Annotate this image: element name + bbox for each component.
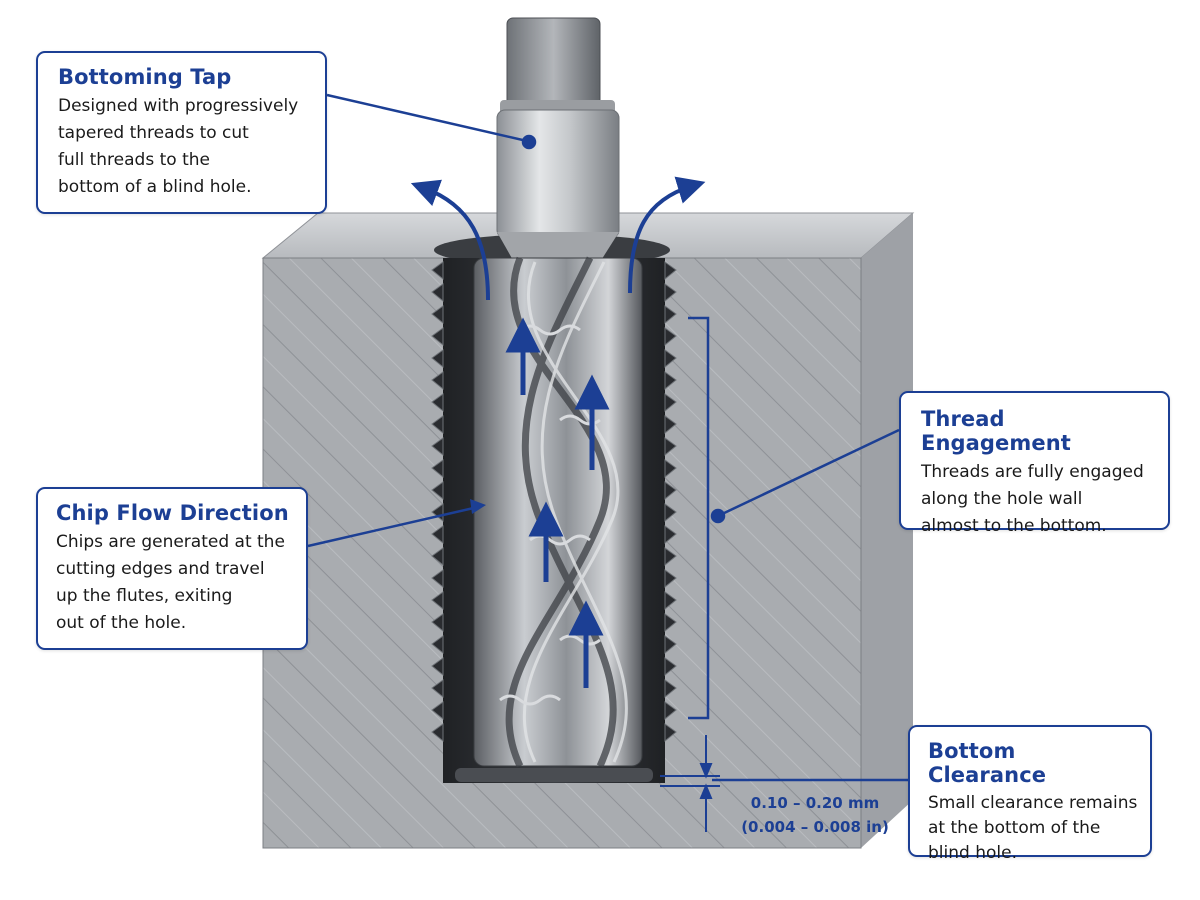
callout-title: Thread Engagement: [921, 407, 1071, 455]
callout-thread-engagement: Thread Engagement Threads are fully enga…: [899, 391, 1170, 536]
callout-chip-flow: Chip Flow Direction Chips are generated …: [36, 487, 308, 650]
thread-engagement-bracket: [688, 316, 710, 720]
clearance-dimension: [660, 735, 720, 832]
callout-title: Chip Flow Direction: [56, 501, 289, 525]
exit-arrow-left: [410, 179, 490, 301]
tap-shank: [496, 109, 620, 239]
clearance-imperial-label: (0.004 – 0.008 in): [741, 818, 889, 836]
left-hole-threads: [431, 261, 444, 743]
block-right-face: [861, 213, 913, 848]
callout-title: Bottoming Tap: [58, 65, 232, 89]
callout-body: Chips are generated at the cutting edges…: [56, 532, 285, 633]
tap-shank-taper: [497, 232, 619, 262]
exit-arrow-right: [628, 176, 706, 294]
hole-floor: [455, 768, 653, 782]
leader-dot-tap: [521, 134, 537, 150]
tap-square-drive: [506, 17, 601, 111]
chip-leader-arrowhead: [470, 499, 486, 514]
callout-bottoming-tap: Bottoming Tap Designed with progressivel…: [36, 51, 327, 214]
tap-fluted-body: [473, 257, 643, 767]
leader-bottoming-tap: [326, 93, 528, 143]
callout-bottom-clearance: Bottom Clearance Small clearance remains…: [908, 725, 1152, 863]
leader-lines: [307, 93, 908, 782]
chip-flow-arrows: [505, 317, 610, 688]
exit-arrows: [410, 176, 706, 301]
callout-body: Small clearance remains at the bottom of…: [928, 793, 1138, 863]
right-hole-threads: [664, 261, 677, 743]
bottoming-tap: [473, 17, 643, 768]
callout-title: Bottom Clearance: [928, 739, 1047, 787]
leader-dot-thread: [710, 508, 726, 524]
callout-body: Designed with progressively tapered thre…: [58, 96, 299, 197]
callout-body: Threads are fully engaged along the hole…: [921, 462, 1144, 536]
leader-thread-engagement: [719, 428, 900, 517]
clearance-metric-label: 0.10 – 0.20 mm: [750, 794, 880, 812]
leader-chip-flow: [307, 505, 479, 548]
